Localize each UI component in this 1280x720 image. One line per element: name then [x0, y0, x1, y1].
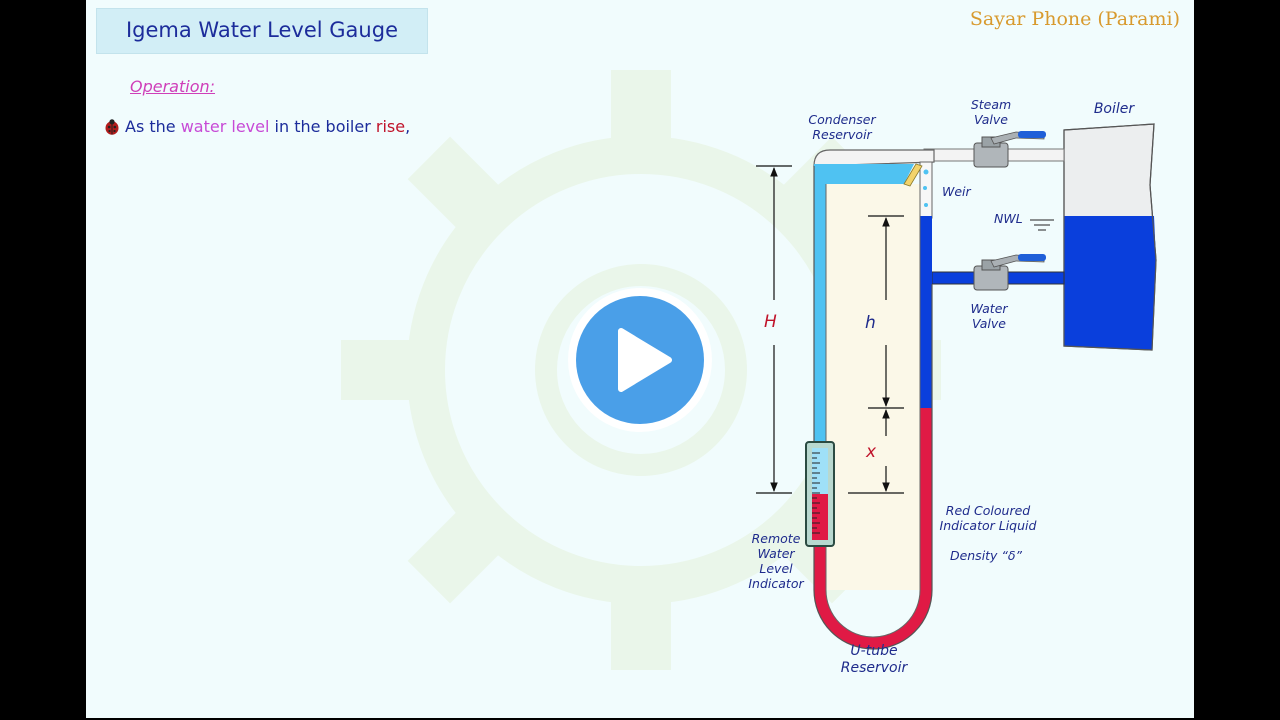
label-condenser-1: Condenser — [808, 112, 876, 127]
right-column-water — [920, 216, 932, 408]
label-steam-2: Valve — [974, 112, 1008, 127]
title-box: Igema Water Level Gauge — [96, 8, 428, 54]
left-column-water — [814, 164, 826, 496]
label-red-1: Red Coloured — [946, 503, 1031, 518]
label-boiler: Boiler — [1094, 101, 1136, 117]
label-condenser-2: Reservoir — [812, 127, 872, 142]
condenser-reservoir — [813, 149, 935, 167]
nwl-symbol — [1030, 219, 1054, 231]
play-icon — [618, 328, 672, 392]
gauge-diagram: Condenser Reservoir Steam Valve Boiler W… — [748, 97, 1157, 676]
label-x: x — [865, 442, 877, 462]
page-title: Igema Water Level Gauge — [125, 18, 398, 42]
label-water-1: Water — [970, 301, 1008, 316]
water-valve — [973, 254, 1046, 291]
label-remote-1: Remote — [752, 531, 801, 546]
label-remote-2: Water — [757, 546, 795, 561]
bullet-text-rise: rise — [375, 117, 406, 136]
label-water-2: Valve — [972, 316, 1006, 331]
slide: Igema Water Level Gauge Sayar Phone (Par… — [86, 0, 1194, 718]
dimension-H — [756, 165, 792, 494]
label-weir: Weir — [942, 184, 972, 199]
label-nwl: NWL — [994, 211, 1023, 226]
dimension-x — [848, 409, 904, 494]
bullet-text-1: As the — [125, 117, 181, 136]
ladybug-icon — [105, 118, 119, 135]
dimension-h — [868, 215, 904, 409]
section-heading: Operation: — [130, 77, 216, 96]
label-remote-3: Level — [759, 561, 793, 576]
label-utube-2: Reservoir — [841, 660, 909, 676]
utube-inner — [826, 184, 920, 590]
remote-level-indicator — [805, 441, 835, 547]
channel-name: Sayar Phone (Parami) — [969, 8, 1180, 30]
bullet-text-3: in the boiler — [269, 117, 376, 136]
steam-valve — [973, 131, 1046, 168]
label-red-2: Indicator Liquid — [940, 518, 1037, 533]
right-column-indicator — [920, 408, 932, 590]
weir — [903, 163, 923, 187]
label-h: h — [865, 313, 876, 333]
label-remote-4: Indicator — [748, 576, 804, 591]
label-utube-1: U-tube — [850, 643, 897, 659]
boiler — [1063, 123, 1157, 351]
utube-bend — [814, 590, 932, 649]
bullet-text-5: , — [405, 117, 411, 136]
label-density: Density “δ” — [950, 548, 1023, 563]
play-button[interactable] — [565, 285, 715, 435]
bullet-item: As the water level in the boiler rise , — [103, 117, 410, 136]
bullet-text-water-level: water level — [180, 117, 270, 136]
label-H: H — [764, 312, 777, 332]
label-steam-1: Steam — [971, 97, 1011, 112]
